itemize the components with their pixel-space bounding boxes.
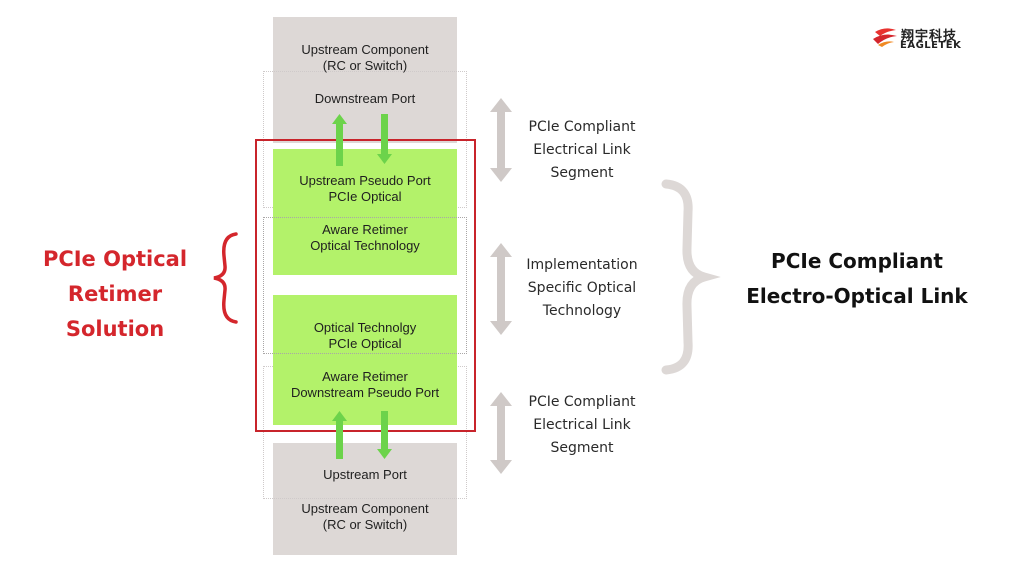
electro-optical-link-title: PCIe Compliant Electro-Optical Link (712, 244, 1002, 314)
electro-optical-link-title-line1: PCIe Compliant (771, 249, 943, 273)
retimer-solution-title: PCIe Optical Retimer Solution (20, 242, 210, 347)
green-up-arrow-bottom (332, 411, 347, 459)
double-arrow-middle (490, 243, 512, 335)
block2-line2: Optical Technology (310, 238, 420, 253)
block3-line1: Optical Technolgy (313, 320, 417, 335)
segment-top-line2: Electrical Link (533, 142, 631, 158)
retimer-solution-frame (255, 139, 476, 432)
segment-middle-line1: Implementation (526, 257, 638, 273)
upstream-component-bottom-block (273, 443, 457, 555)
double-arrow-top (490, 98, 512, 182)
segment-middle-label: Implementation Specific Optical Technolo… (512, 254, 652, 323)
gray-right-brace (661, 179, 721, 375)
eagle-logo-icon (873, 28, 897, 47)
upstream-port-label: Upstream Port (323, 467, 407, 482)
downstream-retimer-green-block (273, 295, 457, 425)
electro-optical-link-title-line2: Electro-Optical Link (746, 284, 968, 308)
block4-line2: Downstream Pseudo Port (290, 385, 440, 400)
logo-english-text: EAGLETEK (900, 40, 962, 51)
block2-line1: Aware Retimer (322, 222, 408, 237)
segment-top-line3: Segment (550, 165, 614, 181)
segment-bottom-line1: PCIe Compliant (528, 394, 636, 410)
retimer-solution-title-line1: PCIe Optical (42, 247, 188, 271)
bottom-component-line1: Upstream Component (301, 501, 429, 516)
logo-chinese-text: 翔宇科技 (901, 29, 958, 44)
block1-line1: Upstream Pseudo Port (299, 173, 431, 188)
top-component-line1: Upstream Component (301, 42, 429, 57)
top-component-line2: (RC or Switch) (322, 58, 408, 73)
bottom-component-line2: (RC or Switch) (322, 517, 408, 532)
optical-technology-outline (263, 217, 467, 354)
double-arrow-bottom (490, 392, 512, 474)
upstream-component-top-block (273, 17, 457, 143)
segment-top-label: PCIe Compliant Electrical Link Segment (512, 116, 652, 185)
segment-bottom-label: PCIe Compliant Electrical Link Segment (512, 391, 652, 460)
segment-top-line1: PCIe Compliant (528, 119, 636, 135)
block4-line1: Aware Retimer (322, 369, 408, 384)
green-down-arrow-top (377, 114, 392, 164)
segment-middle-line3: Technology (542, 303, 622, 319)
retimer-solution-title-line2: Retimer Solution (65, 282, 165, 341)
segment-bottom-line2: Electrical Link (533, 417, 631, 433)
block3-line2: PCIe Optical (328, 336, 402, 351)
block1-line2: PCIe Optical (328, 189, 402, 204)
green-down-arrow-bottom (377, 411, 392, 459)
segment-bottom-line3: Segment (550, 440, 614, 456)
segment-middle-line2: Specific Optical (527, 280, 637, 296)
downstream-port-label: Downstream Port (314, 91, 416, 106)
upstream-retimer-green-block (273, 149, 457, 275)
red-left-brace (213, 232, 238, 324)
green-up-arrow-top (332, 114, 347, 166)
